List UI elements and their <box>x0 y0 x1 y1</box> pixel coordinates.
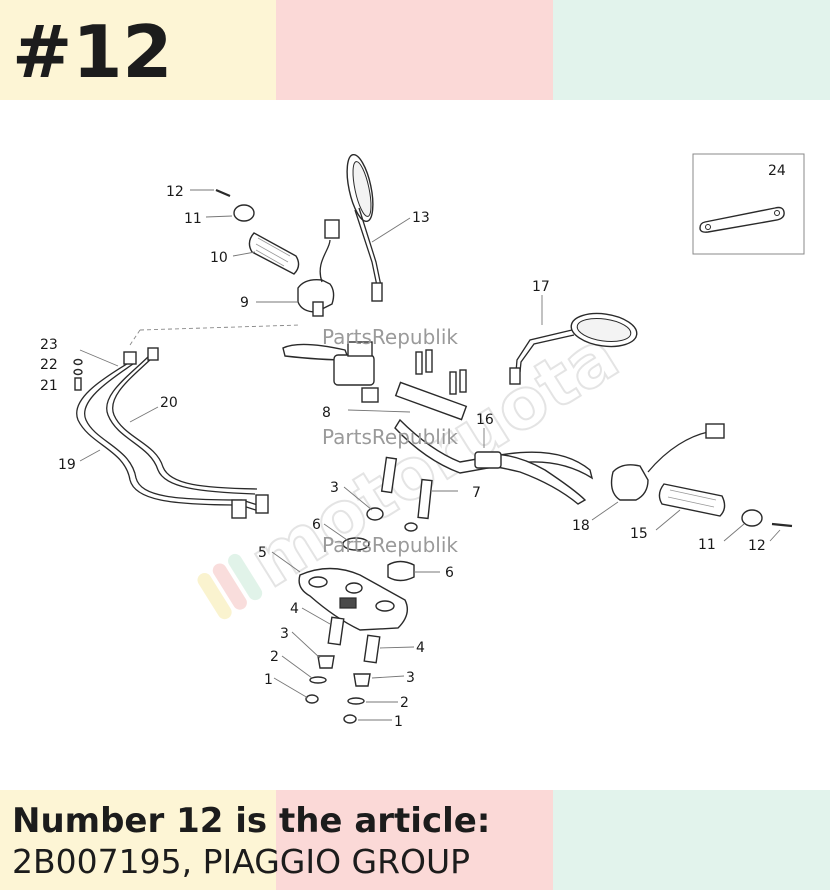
svg-text:PartsRepublik: PartsRepublik <box>322 325 458 349</box>
callout-5: 5 <box>258 545 267 561</box>
callout-17: 17 <box>532 279 550 295</box>
header-band-yellow <box>0 0 276 100</box>
right-mirror-17 <box>509 312 638 385</box>
svg-text:PartsRepublik: PartsRepublik <box>322 425 458 449</box>
inset-box-24 <box>692 153 805 255</box>
callout-23: 23 <box>40 337 58 353</box>
callout-7: 7 <box>472 485 481 501</box>
cables-19-20 <box>76 347 269 519</box>
callout-1-left: 1 <box>264 672 273 688</box>
svg-text:PartsRepublik: PartsRepublik <box>322 533 458 557</box>
left-switch-9 <box>297 219 340 317</box>
callout-1-right: 1 <box>394 714 403 730</box>
callout-3-upper: 3 <box>330 480 339 496</box>
callout-4-left: 4 <box>290 601 299 617</box>
footer-caption-line2: 2B007195, PIAGGIO GROUP <box>12 842 471 881</box>
callout-4-right: 4 <box>416 640 425 656</box>
callout-8: 8 <box>322 405 331 421</box>
callout-15: 15 <box>630 526 648 542</box>
master-cylinder-8 <box>282 341 379 403</box>
callout-12-left: 12 <box>166 184 184 200</box>
callout-labels: 12 11 10 9 13 24 17 23 22 21 20 19 8 16 … <box>40 163 786 730</box>
callout-20: 20 <box>160 395 178 411</box>
leader-lines <box>79 189 781 721</box>
partsrepublik-watermarks: PartsRepublik PartsRepublik PartsRepubli… <box>322 325 458 557</box>
left-grip-10 <box>248 232 300 275</box>
left-mirror-13 <box>346 153 383 302</box>
callout-24: 24 <box>768 163 786 179</box>
callout-6-upper: 6 <box>312 517 321 533</box>
page-title: #12 <box>12 10 173 94</box>
callout-3-left: 3 <box>280 626 289 642</box>
callout-2-right: 2 <box>400 695 409 711</box>
footer-band-pink <box>276 790 553 890</box>
footer-band-green <box>553 790 830 890</box>
callout-18: 18 <box>572 518 590 534</box>
right-bar-end-11 <box>741 509 763 527</box>
header-band-green <box>553 0 830 100</box>
right-screw-12 <box>771 522 793 528</box>
riser-bolts <box>342 456 433 582</box>
left-bar-end-11 <box>233 204 255 222</box>
right-grip-15 <box>658 483 726 517</box>
callout-11-left: 11 <box>184 211 202 227</box>
callout-13: 13 <box>412 210 430 226</box>
footer-caption-line1: Number 12 is the article: <box>12 801 491 841</box>
footer-band-yellow <box>0 790 276 890</box>
header-band-pink <box>276 0 553 100</box>
handlebar <box>394 349 594 480</box>
motoruota-watermark: motoruota <box>197 313 633 620</box>
left-screw-12 <box>215 188 231 198</box>
callout-11-right: 11 <box>698 537 716 553</box>
right-lever-16 <box>474 451 587 505</box>
callout-10: 10 <box>210 250 228 266</box>
right-switch-18 <box>610 423 725 501</box>
triple-clamp-5 <box>298 567 408 631</box>
callout-22: 22 <box>40 357 58 373</box>
callout-12-right: 12 <box>748 538 766 554</box>
parts-diagram: motoruota <box>40 153 805 730</box>
callout-2-left: 2 <box>270 649 279 665</box>
guide-lines <box>129 324 301 346</box>
callout-16: 16 <box>476 412 494 428</box>
lower-bushings <box>305 616 381 724</box>
callout-21: 21 <box>40 378 58 394</box>
callout-9: 9 <box>240 295 249 311</box>
callout-6-lower: 6 <box>445 565 454 581</box>
hardware-21-23 <box>73 349 119 391</box>
callout-19: 19 <box>58 457 76 473</box>
callout-3-right: 3 <box>406 670 415 686</box>
